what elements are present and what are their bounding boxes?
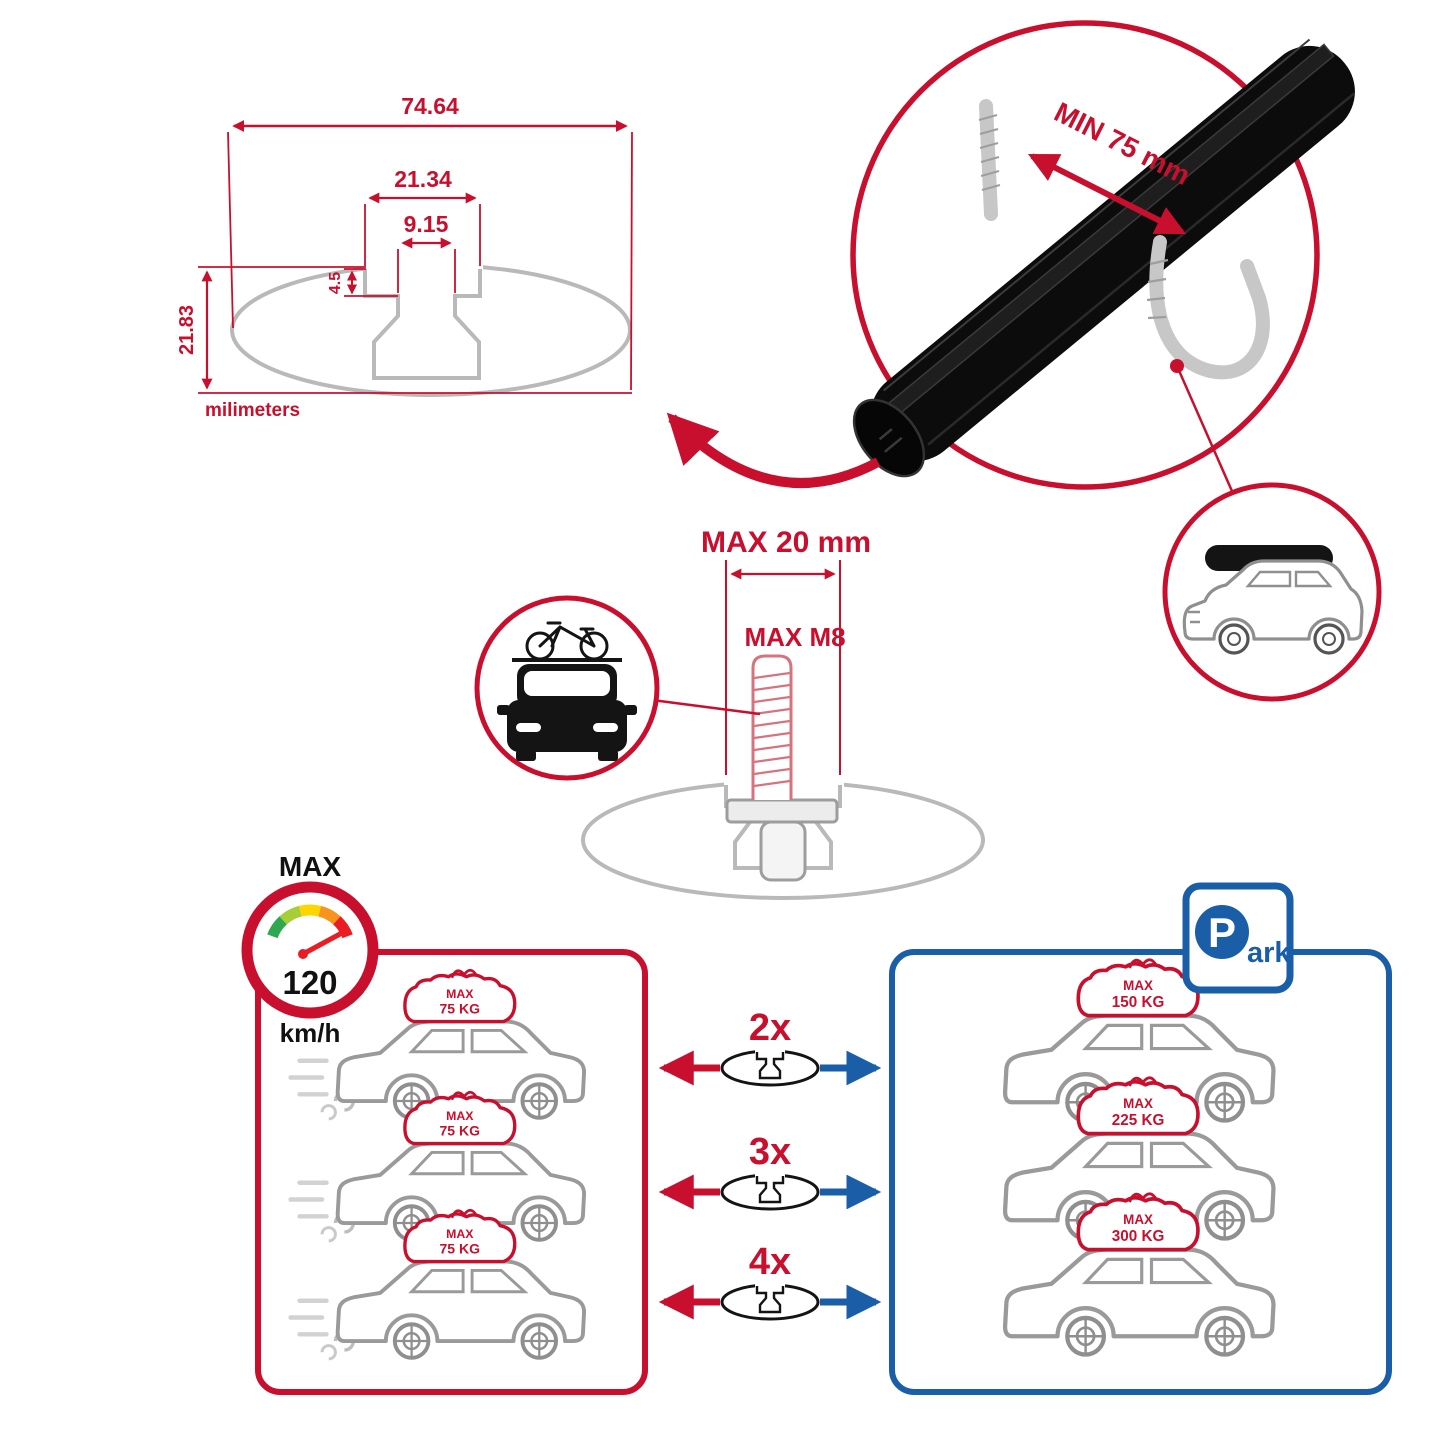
multiplier-label: 3x: [749, 1131, 791, 1173]
min-clamp-arrow: [1027, 153, 1187, 235]
multiplier-label: 4x: [749, 1241, 791, 1283]
dim-total-height-label: 21.83: [176, 305, 198, 355]
gauge-hub: [298, 949, 308, 959]
dim-total-width-label: 74.64: [401, 93, 459, 119]
car-front-with-bike: [497, 621, 637, 761]
suv-illustration: [1182, 545, 1364, 655]
side-mirror-left: [497, 705, 510, 715]
load-label-line1: MAX: [1123, 1212, 1153, 1227]
load-label-line1: MAX: [446, 987, 474, 1001]
bolt-diagram: MAX 20 mm MAX M8: [581, 526, 985, 900]
gauge-units-label: km/h: [280, 1018, 341, 1048]
headlight-right: [593, 723, 618, 732]
extension-line: [630, 131, 633, 391]
cross-section-diagram: 74.64 21.34 9.15 4.5 21.83 milimeters: [176, 93, 633, 421]
car-parked-1: MAX 150 KG: [1005, 957, 1273, 1121]
park-p-label: P: [1208, 909, 1236, 956]
speed-gauge: MAX 120 km/h: [241, 851, 379, 1048]
load-label-line2: 75 KG: [440, 1123, 481, 1139]
crossbar-icon: [720, 1169, 820, 1211]
leader-line-suv: [1175, 365, 1237, 499]
bike-car-circle: [474, 595, 660, 781]
multiplier-row-1: 2x: [658, 1007, 882, 1087]
gauge-needle: [300, 931, 343, 957]
multiplier-label: 2x: [749, 1007, 791, 1049]
car-driving-1: MAX 75 KG: [291, 968, 587, 1119]
park-ark-label: ark: [1247, 937, 1291, 969]
load-label-line2: 225 KG: [1112, 1112, 1165, 1129]
gauge-arcs: [267, 904, 353, 939]
clamp-rod: [978, 99, 1001, 221]
load-label-line2: 75 KG: [440, 1001, 481, 1017]
load-label-line1: MAX: [446, 1109, 474, 1123]
crossbar-icon: [720, 1045, 820, 1087]
zoom-arrow: [666, 412, 881, 488]
car-front-body: [507, 700, 627, 752]
units-label: milimeters: [205, 400, 300, 421]
dim-slot-depth-label: 4.5: [327, 272, 344, 294]
car-driving-2: MAX 75 KG: [291, 1090, 587, 1241]
gauge-max-label: MAX: [279, 851, 342, 882]
bar-end-cap: [852, 398, 926, 478]
side-mirror-right: [624, 705, 637, 715]
load-label-line1: MAX: [1123, 978, 1153, 993]
multiplier-row-3: 4x: [658, 1241, 882, 1321]
bar-cross-section-ellipse: [230, 263, 632, 397]
extension-line: [227, 131, 234, 329]
multiplier-row-2: 3x: [658, 1131, 882, 1211]
crossbar-detail-circle: MIN 75 mm: [666, 20, 1355, 490]
bolt-threads: [753, 671, 791, 788]
roofbox-car-circle: [1162, 482, 1382, 702]
load-label-line2: 75 KG: [440, 1241, 481, 1257]
slot-gap-mask: [363, 256, 483, 272]
load-label-line1: MAX: [1123, 1096, 1153, 1111]
windshield: [524, 671, 610, 696]
headlight-left: [516, 723, 541, 732]
leader-line-bike-car: [651, 698, 761, 716]
load-label-line2: 300 KG: [1112, 1228, 1165, 1245]
stud-bolt: [725, 654, 839, 882]
crossbar-icon: [720, 1279, 820, 1321]
dim-slot-inner-label: 9.15: [404, 211, 449, 237]
max-thread-label: MAX M8: [744, 622, 845, 652]
max-length-label: MAX 20 mm: [701, 526, 871, 559]
gauge-speed-value: 120: [282, 964, 337, 1001]
park-p-circle: [1195, 905, 1249, 959]
park-sign: P ark: [1182, 882, 1294, 994]
load-label-line1: MAX: [446, 1227, 474, 1241]
car-parked-2: MAX 225 KG: [1005, 1075, 1273, 1239]
car-driving-3: MAX 75 KG: [291, 1208, 587, 1359]
load-label-line2: 150 KG: [1112, 994, 1165, 1011]
car-parked-3: MAX 300 KG: [1005, 1191, 1273, 1355]
dim-slot-outer-label: 21.34: [394, 166, 452, 192]
bolt-t-head: [725, 798, 839, 824]
